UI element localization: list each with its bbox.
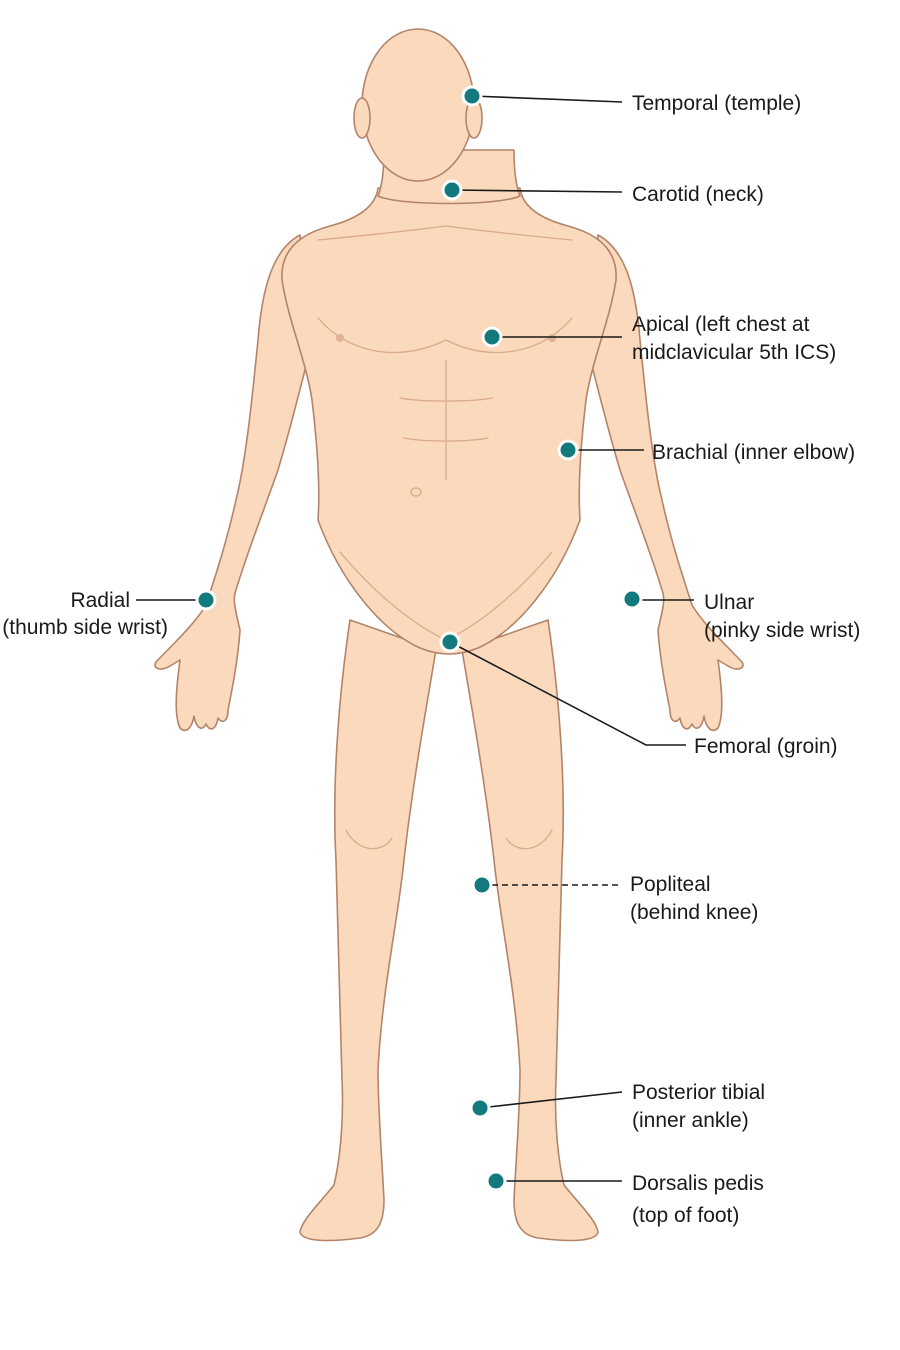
label-carotid: Carotid (neck)	[632, 183, 764, 206]
label-radial-line2: (thumb side wrist)	[2, 616, 168, 639]
label-apical-line2: midclavicular 5th ICS)	[632, 341, 836, 364]
clavicle-line	[317, 225, 573, 241]
left-knee-line	[505, 829, 553, 850]
pectoral-line	[317, 317, 573, 354]
leader-posterior-tibial	[479, 1091, 623, 1109]
leader-femoral	[449, 641, 686, 746]
torso	[281, 187, 617, 655]
marker-brachial	[557, 439, 579, 461]
label-femoral: Femoral (groin)	[694, 735, 838, 758]
label-ulnar-line1: Ulnar	[704, 591, 754, 614]
right-arm	[154, 234, 311, 732]
marker-popliteal	[471, 874, 493, 896]
abs-line-2	[403, 437, 489, 442]
left-nipple	[548, 334, 556, 342]
label-posterior-tibial-line1: Posterior tibial	[632, 1081, 765, 1104]
leader-carotid	[451, 189, 623, 193]
right-ear	[353, 97, 371, 139]
label-temporal: Temporal (temple)	[632, 92, 801, 115]
left-arm	[587, 234, 744, 732]
marker-temporal	[461, 85, 483, 107]
left-leg	[461, 619, 599, 1242]
label-radial-line1: Radial	[70, 589, 130, 612]
navel	[410, 487, 422, 497]
abs-line-1	[399, 397, 493, 402]
label-ulnar-line2: (pinky side wrist)	[704, 619, 860, 642]
right-knee-line	[345, 829, 393, 850]
label-brachial: Brachial (inner elbow)	[652, 441, 855, 464]
marker-carotid	[441, 179, 463, 201]
label-posterior-tibial-line2: (inner ankle)	[632, 1109, 749, 1132]
marker-femoral	[439, 631, 461, 653]
marker-posterior-tibial	[469, 1097, 491, 1119]
marker-radial	[195, 589, 217, 611]
marker-dorsalis-pedis	[485, 1170, 507, 1192]
pulse-labels: Temporal (temple) Carotid (neck) Apical …	[2, 92, 860, 1227]
label-dorsalis-pedis-line2: (top of foot)	[632, 1204, 739, 1227]
marker-ulnar	[621, 588, 643, 610]
leader-temporal	[471, 95, 623, 103]
marker-apical	[481, 326, 503, 348]
label-dorsalis-pedis-line1: Dorsalis pedis	[632, 1172, 764, 1195]
right-nipple	[336, 334, 344, 342]
pulse-markers	[195, 85, 643, 1192]
head	[361, 28, 475, 182]
leader-lines	[136, 95, 694, 1182]
label-popliteal-line2: (behind knee)	[630, 901, 758, 924]
right-leg	[299, 619, 437, 1242]
label-popliteal-line1: Popliteal	[630, 873, 711, 896]
label-apical-line1: Apical (left chest at	[632, 313, 810, 336]
